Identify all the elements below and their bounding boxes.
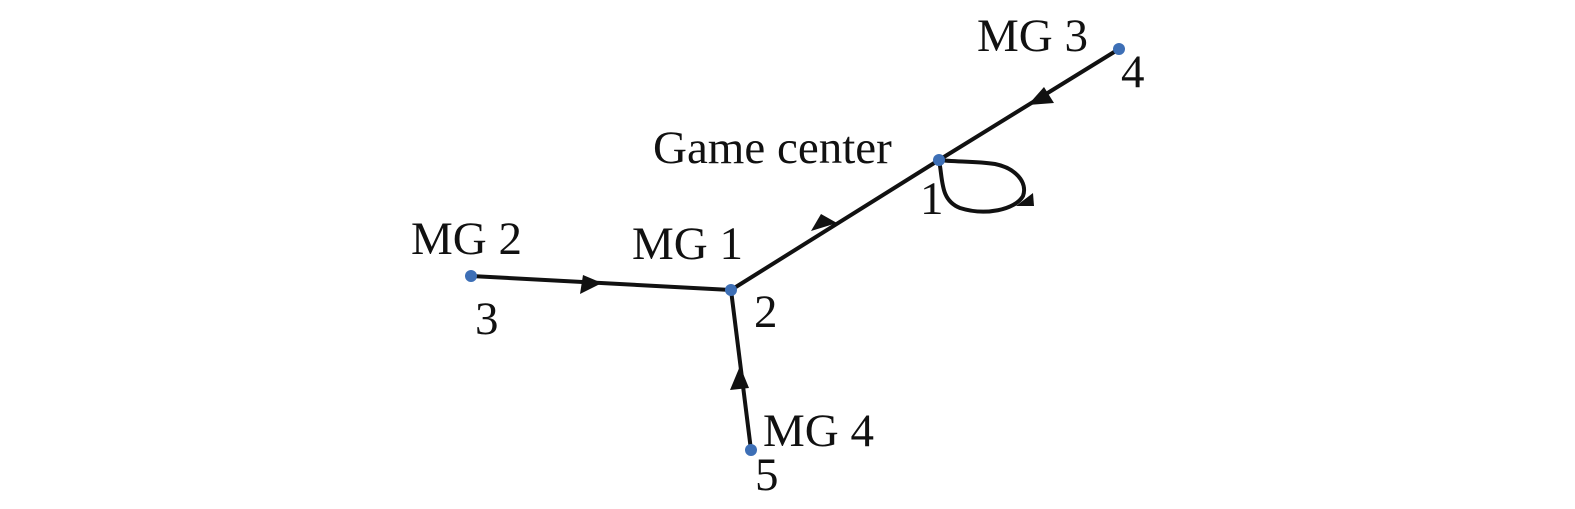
labels: Game center 1 MG 1 2 MG 2 3 MG 3 4 MG 4 … [411,10,1145,501]
arrowhead-mg2-mg1 [580,275,602,294]
label-mg4-index: 5 [755,449,779,501]
arrowhead-mg4-mg1 [730,366,749,390]
node-mg1 [725,284,737,296]
label-game-center-index: 1 [920,173,944,225]
arrowhead-self-loop [1016,193,1034,206]
node-mg4 [745,444,757,456]
arrowhead-mg3-game-center [1028,87,1054,105]
label-mg2-index: 3 [475,293,499,345]
label-mg1-name: MG 1 [632,218,743,270]
label-mg3-name: MG 3 [977,10,1088,62]
node-mg3 [1113,43,1125,55]
label-mg4-name: MG 4 [763,405,874,457]
nodes [465,43,1125,456]
arrowhead-mg1-game-center [811,214,837,231]
label-mg2-name: MG 2 [411,213,522,265]
node-mg2 [465,270,477,282]
edge-mg1-to-game-center [729,158,941,292]
label-game-center-name: Game center [653,122,892,174]
arrowheads [580,87,1054,390]
label-mg3-index: 4 [1121,46,1145,98]
node-game-center [933,154,945,166]
edge-game-center-self-loop [937,158,1027,214]
label-mg1-index: 2 [754,286,778,338]
edges [469,47,1121,452]
